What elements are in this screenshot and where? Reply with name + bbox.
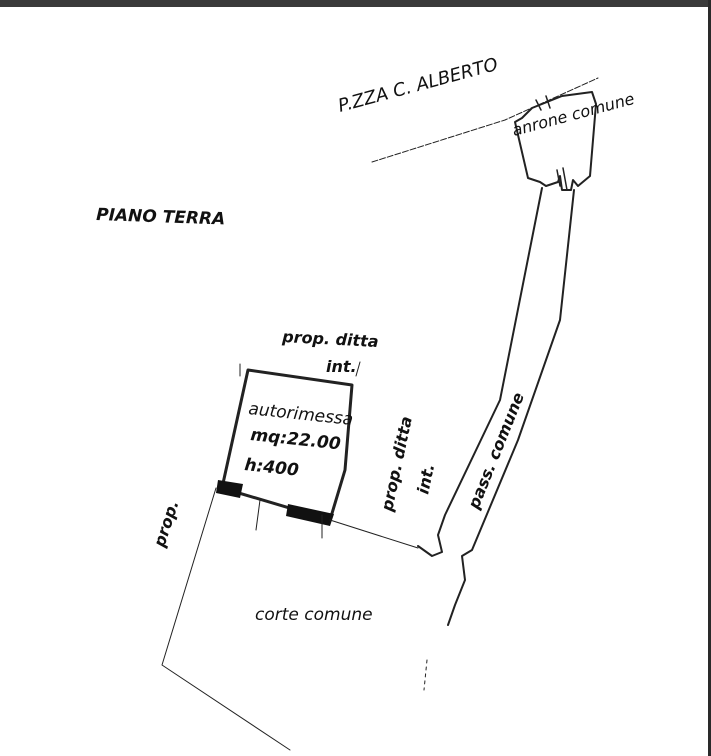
right-frame-edge [708,0,711,756]
top-frame-bar [0,0,711,7]
int-top-label: int. [326,357,357,376]
androne-label: anrone comune [510,89,636,140]
room-area-label: mq:22.00 [249,425,341,454]
room-height-label: h:400 [243,455,299,481]
garage-wall-block-left [216,480,243,498]
passage-label: pass. comune [464,390,528,513]
prop-ditta-top-label: prop. ditta [281,327,379,351]
prop-ditta-right-label: prop. ditta [377,415,416,514]
room-name-label: autorimessa [247,399,354,430]
garage-boundaries [161,361,419,751]
courtyard-label: corte comune [255,605,373,625]
garage-walls [220,368,354,522]
int-right-label: int. [413,462,438,496]
prop-left-label: prop. [149,498,182,550]
street-label: P.ZZA C. ALBERTO [336,54,500,117]
floor-label: PIANO TERRA [96,205,226,229]
androne-door [535,95,568,191]
street-line [371,77,599,163]
construction-ticks [423,659,428,691]
androne-outline [514,91,597,191]
passage-outline [417,187,575,626]
